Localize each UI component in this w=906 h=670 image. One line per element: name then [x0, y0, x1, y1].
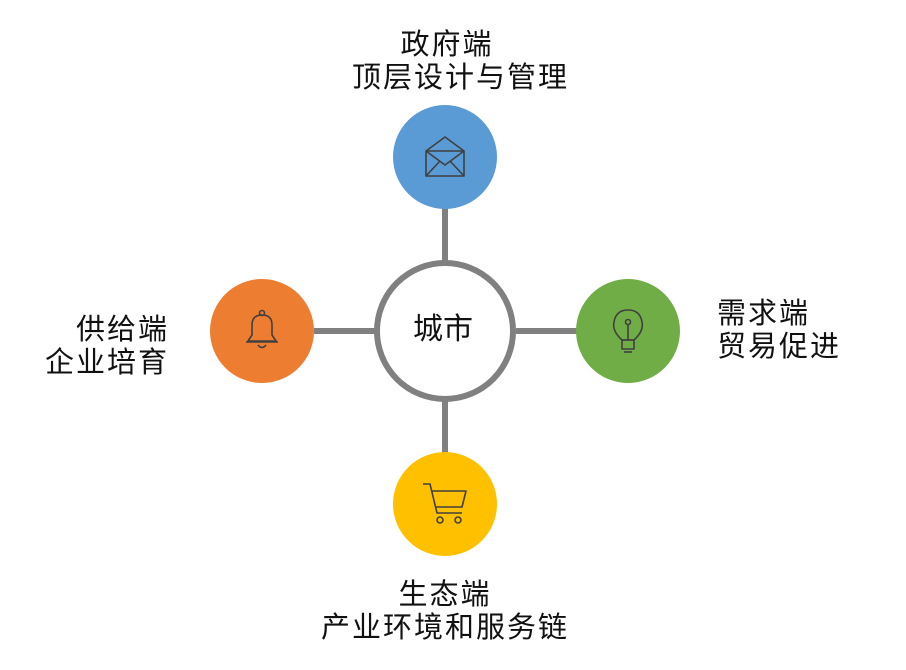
bell-icon: [246, 309, 278, 349]
node-right-title: 需求端: [717, 296, 811, 330]
envelope-icon: [425, 136, 465, 177]
node-left-subtitle: 企业培育: [44, 345, 169, 379]
node-top-circle: [393, 105, 497, 209]
node-left-circle: [210, 279, 314, 383]
node-left-label: 供给端 企业培育: [35, 313, 169, 379]
center-hub: [374, 260, 516, 402]
node-right-label: 需求端 贸易促进: [717, 297, 841, 363]
shopping-cart-icon: [423, 483, 467, 524]
node-bottom-label: 生态端 产业环境和服务链: [300, 578, 590, 644]
node-top-title: 政府端: [400, 27, 494, 61]
node-right-subtitle: 贸易促进: [717, 329, 842, 363]
center-label: 城市: [413, 312, 473, 347]
node-bottom-subtitle: 产业环境和服务链: [320, 610, 569, 644]
node-top-label: 政府端 顶层设计与管理: [352, 27, 570, 94]
node-bottom-circle: [393, 452, 497, 556]
node-top-subtitle: 顶层设计与管理: [352, 60, 570, 94]
node-left-title: 供给端: [75, 312, 169, 346]
lightbulb-icon: [612, 309, 644, 353]
node-bottom-title: 生态端: [398, 577, 492, 611]
